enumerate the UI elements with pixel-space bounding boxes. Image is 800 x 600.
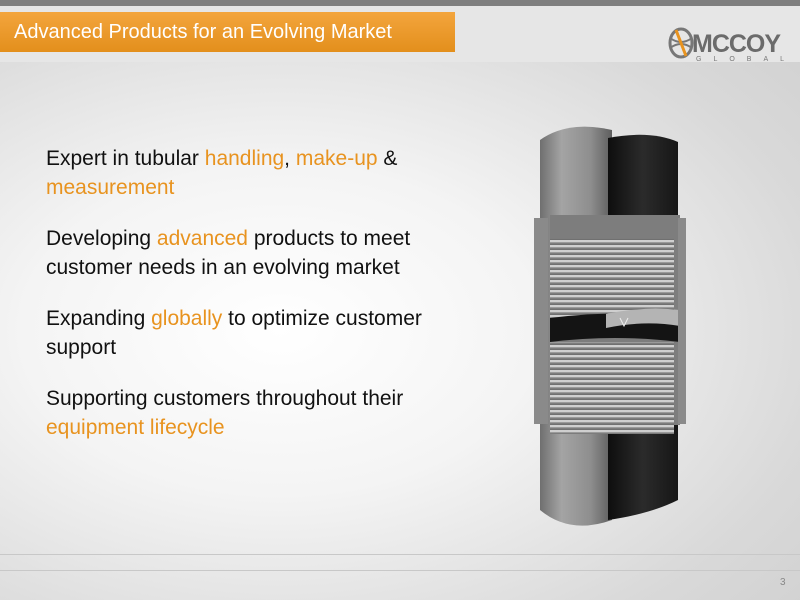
highlight-text: equipment lifecycle — [46, 416, 225, 439]
bullet-item: Expert in tubular handling, make-up & me… — [46, 144, 486, 202]
page-number: 3 — [780, 577, 786, 588]
bullet-text: products to meet customer needs in an ev… — [46, 227, 411, 279]
header-top-rule — [0, 0, 800, 6]
bullet-item: Supporting customers throughout their eq… — [46, 384, 486, 442]
bullet-text: Supporting customers throughout their — [46, 387, 404, 410]
highlight-text: handling — [204, 147, 285, 170]
logo-wordmark: MCCOY — [692, 30, 781, 58]
company-logo: MCCOY GLOBAL — [668, 24, 794, 70]
bullet-item: Expanding globally to optimize customer … — [46, 304, 486, 362]
slide-title: Advanced Products for an Evolving Market — [0, 12, 455, 52]
highlight-text: advanced — [156, 227, 248, 250]
highlight-text: make-up — [295, 147, 378, 170]
highlight-text: measurement — [46, 176, 175, 199]
bullet-list: Expert in tubular handling, make-up & me… — [46, 144, 486, 464]
footer-divider — [0, 554, 800, 555]
bullet-text: to optimize customer support — [46, 307, 422, 359]
pipe-connection-cutaway-illustration — [534, 126, 686, 526]
bullet-item: Developing advanced products to meet cus… — [46, 224, 486, 282]
highlight-text: globally — [151, 307, 223, 330]
globe-icon — [668, 27, 694, 59]
logo-subtext: GLOBAL — [696, 56, 797, 63]
bullet-text: , — [284, 147, 296, 170]
bullet-text: Expert in tubular — [46, 147, 205, 170]
footer-divider-2 — [0, 570, 800, 571]
bullet-text: & — [377, 147, 398, 170]
bullet-text: Developing — [46, 227, 157, 250]
bullet-text: Expanding — [46, 307, 152, 330]
